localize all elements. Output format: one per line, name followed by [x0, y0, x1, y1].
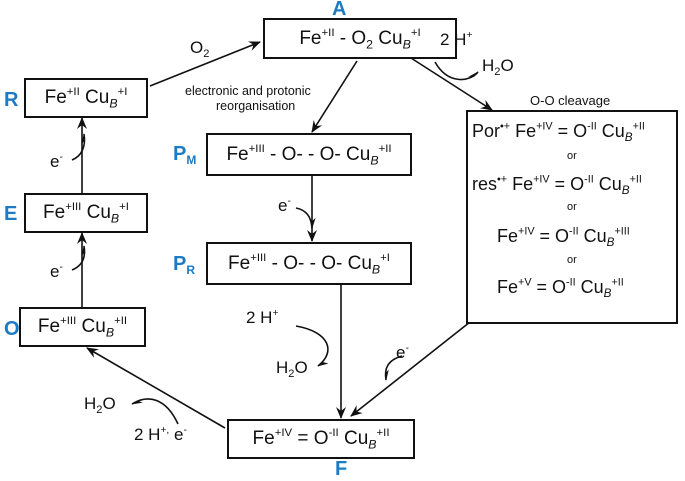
- label-e-o-e: e-: [50, 261, 63, 281]
- box-pm-text: Fe+III - O- - O- CuB+II: [226, 142, 392, 167]
- state-label-f: F: [335, 458, 348, 480]
- cleavage-line-2: res•+ Fe+IV = O-II CuB+II: [472, 173, 642, 198]
- label-h2o-top: H2O: [482, 56, 514, 78]
- state-label-o: O: [4, 318, 20, 340]
- curl-2h-e-h2o-bottom: [131, 398, 179, 425]
- arrow-r-to-a: [149, 41, 261, 87]
- state-label-pr: PR: [173, 253, 196, 278]
- label-reorg-line1: electronic and protonic: [185, 84, 311, 98]
- cleavage-line-1: Por•+ Fe+IV = O-II CuB+II: [472, 120, 645, 145]
- arrow-a-to-cleavage: [410, 57, 493, 111]
- cleavage-line-3: Fe+IV = O-II CuB+III: [497, 225, 630, 250]
- label-e-cleavage-f: e-: [396, 342, 409, 362]
- box-state-a: Fe+II - O2 CuB+I: [263, 18, 457, 59]
- curl-e-e-r: [71, 133, 86, 161]
- cleavage-or-3: or: [567, 254, 577, 266]
- box-state-pr: Fe+III - O- - O- CuB+I: [206, 242, 412, 285]
- curl-e-cleavage-f: [384, 355, 403, 381]
- state-label-e: E: [4, 203, 18, 225]
- cleavage-or-2: or: [567, 201, 577, 213]
- arrow-cleavage-to-f: [350, 321, 471, 417]
- label-reorg-line2: reorganisation: [216, 99, 296, 113]
- arrow-a-to-pm: [311, 60, 358, 133]
- label-2h-top: 2 H+: [440, 29, 473, 49]
- label-h2o-bottom: H2O: [84, 394, 116, 416]
- curl-e-o-e: [71, 245, 86, 271]
- curl-2h-h2o-top: [434, 61, 479, 81]
- label-e-pm-pr: e-: [278, 195, 291, 215]
- label-e-r-e: e-: [50, 151, 63, 171]
- curl-2h-h2o-pr: [295, 325, 329, 367]
- box-state-r: Fe+II CuB+I: [24, 78, 148, 118]
- state-label-a: A: [332, 0, 347, 20]
- label-h2o-pr: H2O: [276, 358, 308, 380]
- box-e-text: Fe+III CuB+I: [43, 201, 129, 226]
- curl-e-pm-pr: [295, 207, 316, 229]
- cleavage-title: O-O cleavage: [530, 93, 611, 108]
- box-o-text: Fe+III CuB+II: [37, 315, 128, 340]
- arrow-f-to-o: [86, 347, 226, 429]
- cleavage-or-1: or: [567, 150, 577, 162]
- box-state-f: Fe+IV = O-II CuB+II: [227, 419, 415, 459]
- box-r-text: Fe+II CuB+I: [44, 86, 128, 111]
- cleavage-line-4: Fe+V = O-II CuB+II: [497, 276, 624, 301]
- box-pr-text: Fe+III - O- - O- CuB+I: [228, 251, 390, 276]
- box-f-text: Fe+IV = O-II CuB+II: [252, 427, 390, 452]
- box-a-text: Fe+II - O2 CuB+I: [299, 26, 421, 51]
- box-state-e: Fe+III CuB+I: [24, 193, 148, 233]
- label-2h-pr: 2 H+: [246, 307, 279, 327]
- state-label-pm: PM: [173, 143, 197, 168]
- box-cleavage-intermediates: [466, 110, 678, 324]
- label-o2: O2: [190, 38, 210, 60]
- state-label-r: R: [4, 89, 19, 111]
- box-state-o: Fe+III CuB+II: [19, 307, 146, 347]
- label-2h-e-bottom: 2 H+, e-: [134, 424, 187, 444]
- box-state-pm: Fe+III - O- - O- CuB+II: [206, 133, 412, 176]
